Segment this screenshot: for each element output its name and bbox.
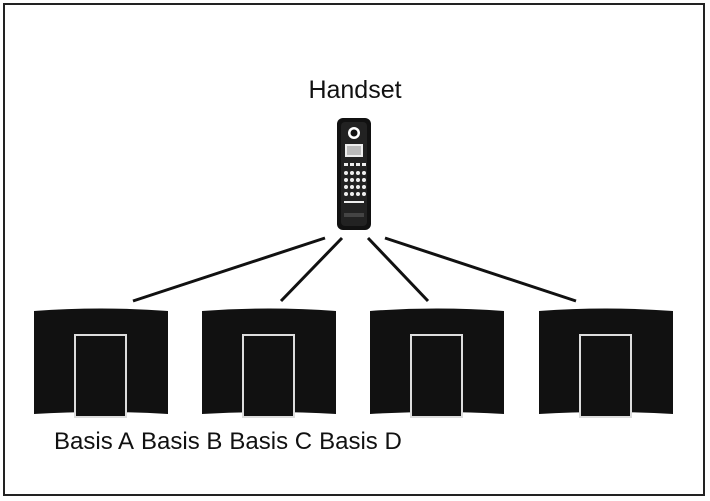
base-station-d <box>539 308 673 418</box>
base-label-d: Basis D <box>319 428 402 455</box>
cordless-phone-icon <box>337 118 371 230</box>
base-station-c <box>370 308 504 418</box>
base-station-icon <box>34 308 168 418</box>
base-station-a <box>34 308 168 418</box>
base-label-a: Basis A <box>54 428 135 455</box>
base-station-icon <box>539 308 673 418</box>
connection-line-a <box>132 236 326 303</box>
base-label-b: Basis B <box>141 428 223 455</box>
base-label-c: Basis C <box>229 428 313 455</box>
connection-line-c <box>366 236 430 303</box>
base-station-b <box>202 308 336 418</box>
base-station-icon <box>370 308 504 418</box>
connection-line-d <box>384 236 577 303</box>
base-station-icon <box>202 308 336 418</box>
connection-line-b <box>279 236 344 303</box>
handset-label: Handset <box>308 76 402 104</box>
connection-lines <box>132 236 577 303</box>
